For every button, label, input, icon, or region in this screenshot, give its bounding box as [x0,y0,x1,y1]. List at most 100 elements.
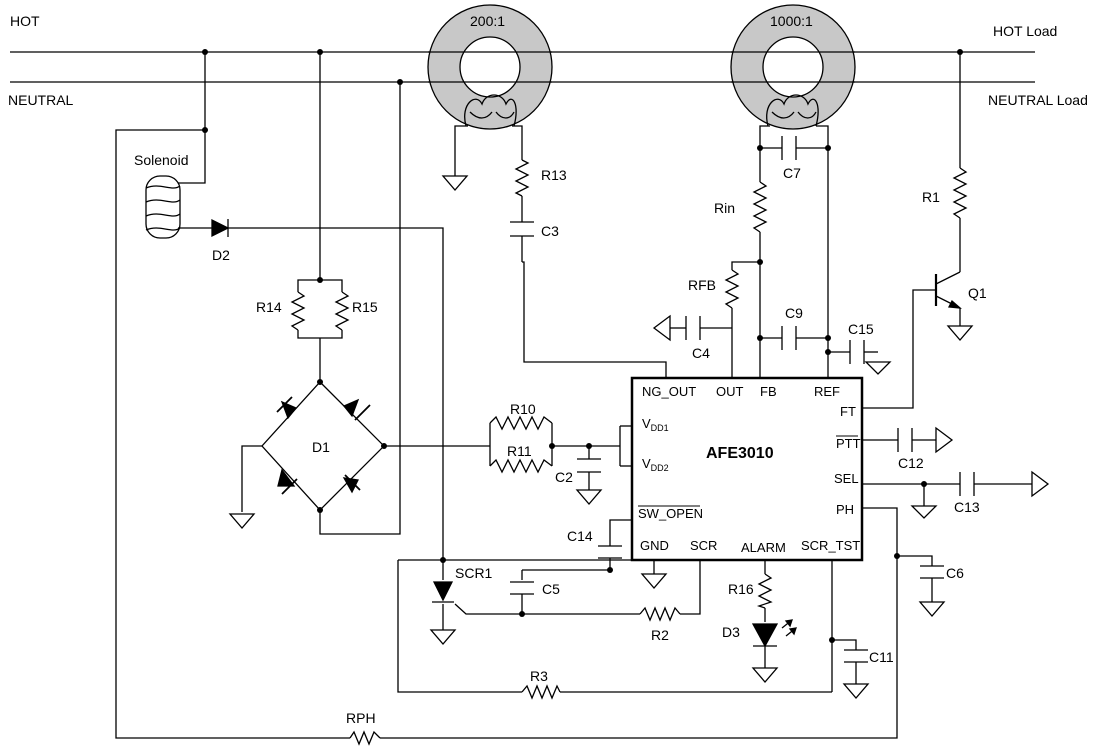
r3-resistor [521,684,561,700]
c11-label: C11 [869,649,894,665]
chip-bottom-wiring [397,519,857,693]
c11-capacitor [844,649,868,663]
pin-ph: PH [836,502,854,517]
pin-sw-open: SW_OPEN [638,506,703,521]
neutral-label: NEUTRAL [8,92,74,108]
pin-ptt: PTT [836,436,861,451]
d2-diode [211,218,230,238]
c13-capacitor [959,472,975,496]
ground-c6-icon [918,601,946,617]
pin-vdd1: VDD1 [642,416,669,433]
q1-label: Q1 [968,285,987,301]
r13-label: R13 [541,167,567,183]
c5-label: C5 [542,581,560,597]
current-transformer-1000-1: 1000:1 [730,4,856,130]
rin-resistor [752,181,768,233]
ground-c12-icon [935,426,954,454]
ground-d1-icon [228,513,256,529]
ground-c11-icon [842,683,870,699]
c14-capacitor [598,545,622,559]
r11-label: R11 [507,443,532,459]
ct2-leads [670,125,878,378]
c4-capacitor [685,316,701,340]
r16-label: R16 [728,581,754,597]
chip-right-wiring [380,439,1032,739]
r1-q1-wiring [862,52,961,409]
r1-label: R1 [922,189,940,205]
rph-resistor [349,730,381,746]
pin-ref: REF [814,384,840,399]
ground-ct1-icon [441,175,469,191]
chip-name: AFE3010 [706,445,774,462]
c4-label: C4 [692,345,710,361]
d3-label: D3 [722,624,740,640]
r1-resistor [952,167,968,219]
pin-ng-out: NG_OUT [642,384,696,399]
ct2-ratio: 1000:1 [770,13,813,29]
c2-capacitor [577,458,601,473]
c7-label: C7 [783,165,801,181]
ground-c15-icon [864,361,892,375]
pin-sel: SEL [834,471,859,486]
ground-c2-icon [575,489,603,505]
ground-scr1-icon [429,629,457,645]
pin-out: OUT [716,384,744,399]
c13-label: C13 [954,499,980,515]
current-transformer-200-1: 200:1 [427,4,553,130]
afe3010-chip: AFE3010 NG_OUT OUT FB REF VDD1 VDD2 FT P… [630,376,864,562]
rin-label: Rin [714,200,735,216]
ground-c4-icon [652,314,671,342]
c14-label: C14 [567,528,593,544]
d1-label: D1 [312,439,330,455]
ground-d3-icon [751,667,779,683]
d2-label: D2 [212,247,230,263]
r11-resistor [489,458,553,474]
pin-gnd: GND [640,538,669,553]
scr1-label: SCR1 [455,565,493,581]
r2-resistor [639,606,681,622]
pin-alarm: ALARM [741,540,786,555]
junction-dots [202,49,963,643]
r14-r15-resistors [290,279,350,339]
q1-transistor [934,271,974,341]
c3-capacitor [510,221,534,237]
ct2-winding [766,94,819,127]
pin-scr-tst: SCR_TST [801,538,860,553]
r3-label: R3 [530,668,548,684]
c9-capacitor [781,326,797,350]
ct1-ratio: 200:1 [470,13,505,29]
solenoid-coil-icon [145,175,181,239]
rph-label: RPH [346,710,376,726]
r15-label: R15 [352,299,378,315]
c6-capacitor [920,565,944,579]
ground-c13-icon [1031,470,1050,498]
rfb-label: RFB [688,277,716,293]
c12-label: C12 [898,455,924,471]
c3-label: C3 [541,223,559,239]
d3-led [751,619,797,648]
r2-label: R2 [651,627,669,643]
r14-label: R14 [256,299,282,315]
pin-fb: FB [760,384,777,399]
r10-resistor [489,415,553,431]
c5-capacitor [510,581,534,595]
rfb-resistor [724,269,740,309]
r10-label: R10 [510,401,536,417]
c12-capacitor [897,428,913,452]
c6-label: C6 [946,565,964,581]
pin-ft: FT [840,404,856,419]
c15-capacitor [849,340,865,364]
hot-label: HOT [10,13,40,29]
left-wiring [115,52,490,739]
solenoid-label: Solenoid [134,152,189,168]
pin-scr: SCR [690,538,717,553]
c15-label: C15 [848,321,874,337]
ct1-winding [464,94,517,127]
c7-capacitor [781,136,797,160]
scr1-thyristor [432,581,454,603]
ct1-leads [454,125,667,378]
pin-vdd2: VDD2 [642,456,669,473]
r13-resistor [514,159,530,197]
c9-label: C9 [785,305,803,321]
